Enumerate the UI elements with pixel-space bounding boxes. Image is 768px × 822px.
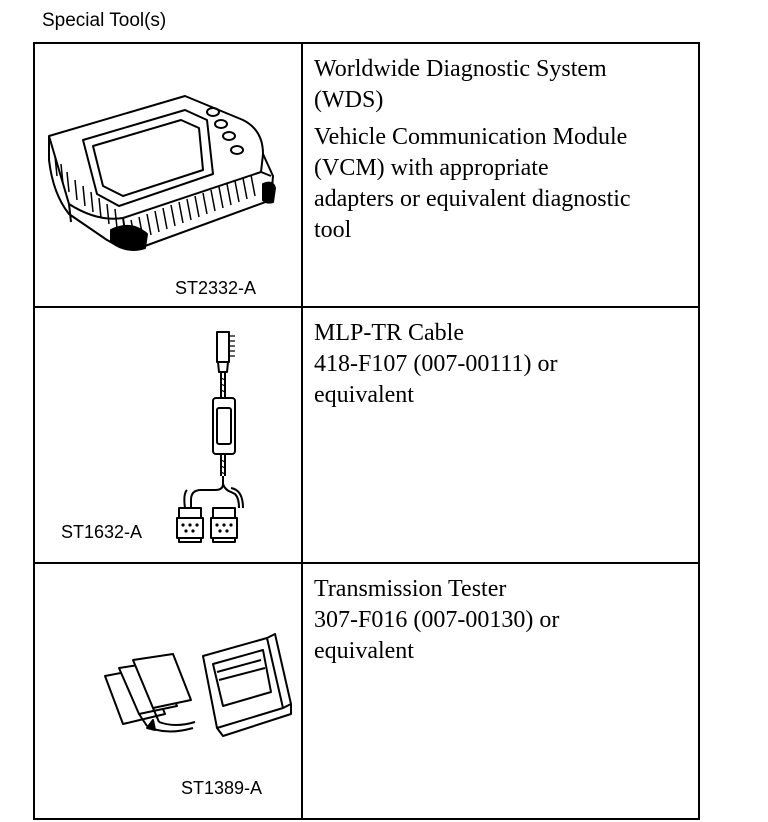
description-paragraph: Transmission Tester 307-F016 (007-00130)… <box>314 574 690 667</box>
figure-label: ST2332-A <box>175 278 257 298</box>
description-line: adapters or equivalent diagnostic <box>314 186 631 212</box>
tool-description: Worldwide Diagnostic System (WDS) Vehicl… <box>303 44 698 246</box>
description-line: tool <box>314 217 352 243</box>
tool-description-cell: MLP-TR Cable 418-F107 (007-00111) or equ… <box>301 306 700 564</box>
figure-label: ST1389-A <box>181 778 263 798</box>
description-line: 418-F107 (007-00111) or <box>314 351 558 377</box>
description-paragraph: MLP-TR Cable 418-F107 (007-00111) or equ… <box>314 318 690 411</box>
tool-description-cell: Transmission Tester 307-F016 (007-00130)… <box>301 562 700 820</box>
tool-description: Transmission Tester 307-F016 (007-00130)… <box>303 564 698 667</box>
description-paragraph: Worldwide Diagnostic System (WDS) <box>314 54 690 116</box>
transmission-tester-icon <box>104 633 292 737</box>
description-line: (VCM) with appropriate <box>314 155 549 181</box>
section-heading: Special Tool(s) <box>42 10 167 31</box>
tool-illustration-cell: ST1632-A <box>33 306 303 564</box>
cable-harness-icon <box>176 331 244 543</box>
tool-description-cell: Worldwide Diagnostic System (WDS) Vehicl… <box>301 42 700 308</box>
tool-description: MLP-TR Cable 418-F107 (007-00111) or equ… <box>303 308 698 411</box>
tool-illustration-cell: ST1389-A <box>33 562 303 820</box>
description-line: Transmission Tester <box>314 576 507 602</box>
tool-illustration-cell: ST2332-A <box>33 42 303 308</box>
diagnostic-scan-tool-icon <box>48 95 276 251</box>
description-line: Vehicle Communication Module <box>314 124 628 150</box>
description-paragraph: Vehicle Communication Module (VCM) with … <box>314 122 690 246</box>
description-line: (WDS) <box>314 87 384 113</box>
table-row: ST1389-A Transmission Tester 307-F016 (0… <box>33 562 700 820</box>
description-line: Worldwide Diagnostic System <box>314 56 607 82</box>
description-line: equivalent <box>314 382 414 408</box>
table-row: ST2332-A Worldwide Diagnostic System (WD… <box>33 42 700 308</box>
table-row: ST1632-A MLP-TR Cable 418-F107 (007-0011… <box>33 306 700 564</box>
description-line: equivalent <box>314 638 414 664</box>
special-tools-table: ST2332-A Worldwide Diagnostic System (WD… <box>33 42 700 820</box>
description-line: 307-F016 (007-00130) or <box>314 607 560 633</box>
description-line: MLP-TR Cable <box>314 320 464 346</box>
figure-label: ST1632-A <box>61 522 143 542</box>
